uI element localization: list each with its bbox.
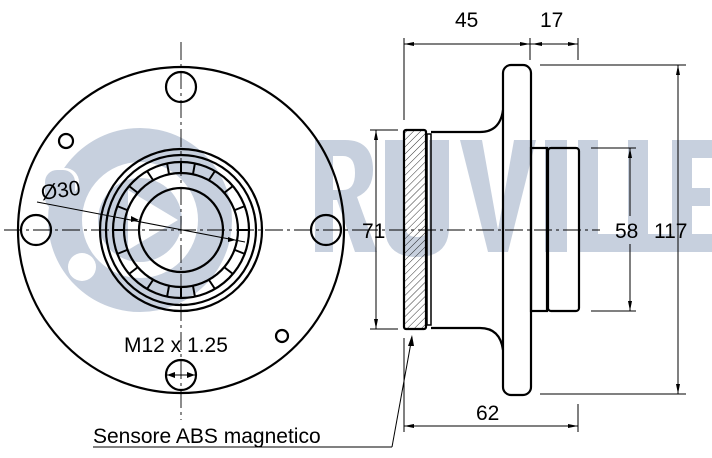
pilot-step — [529, 146, 549, 313]
abs-sensor-ring — [402, 128, 428, 331]
flange-outline — [16, 65, 346, 395]
dimension-62: 62 — [403, 338, 579, 432]
bearing-rollers — [114, 162, 248, 298]
abs-sensor-callout: Sensore ABS magnetico — [93, 335, 414, 448]
svg-text:17: 17 — [540, 9, 563, 32]
dimension-58: 58 — [591, 147, 638, 312]
dimension-17: 17 — [530, 9, 579, 60]
callout-leader — [391, 336, 413, 448]
bore-diameter-label: Ø30 — [39, 177, 82, 205]
stud-hole-right — [309, 213, 343, 247]
svg-text:117: 117 — [654, 220, 687, 243]
stud-hole-bottom — [164, 358, 198, 392]
stud-hole-left — [19, 213, 53, 247]
svg-text:58: 58 — [615, 220, 638, 243]
front-view: Ø30 M12 x 1.25 — [4, 42, 360, 420]
pilot — [546, 146, 581, 313]
small-hole-lower-right — [274, 328, 290, 344]
dimension-71: 71 — [362, 129, 398, 330]
abs-sensor-note: Sensore ABS magnetico — [93, 425, 321, 448]
side-view: 45 17 71 58 — [360, 9, 687, 432]
svg-text:62: 62 — [476, 402, 499, 425]
dimension-117: 117 — [540, 64, 687, 395]
thread-spec-label: M12 x 1.25 — [124, 334, 228, 357]
dimension-45: 45 — [403, 9, 531, 120]
svg-text:71: 71 — [362, 220, 385, 243]
bore-diameter-leader — [36, 201, 246, 243]
svg-text:45: 45 — [455, 9, 478, 32]
small-hole-upper-left — [57, 132, 75, 150]
watermark-text — [315, 140, 712, 257]
stud-hole-top — [164, 70, 198, 104]
